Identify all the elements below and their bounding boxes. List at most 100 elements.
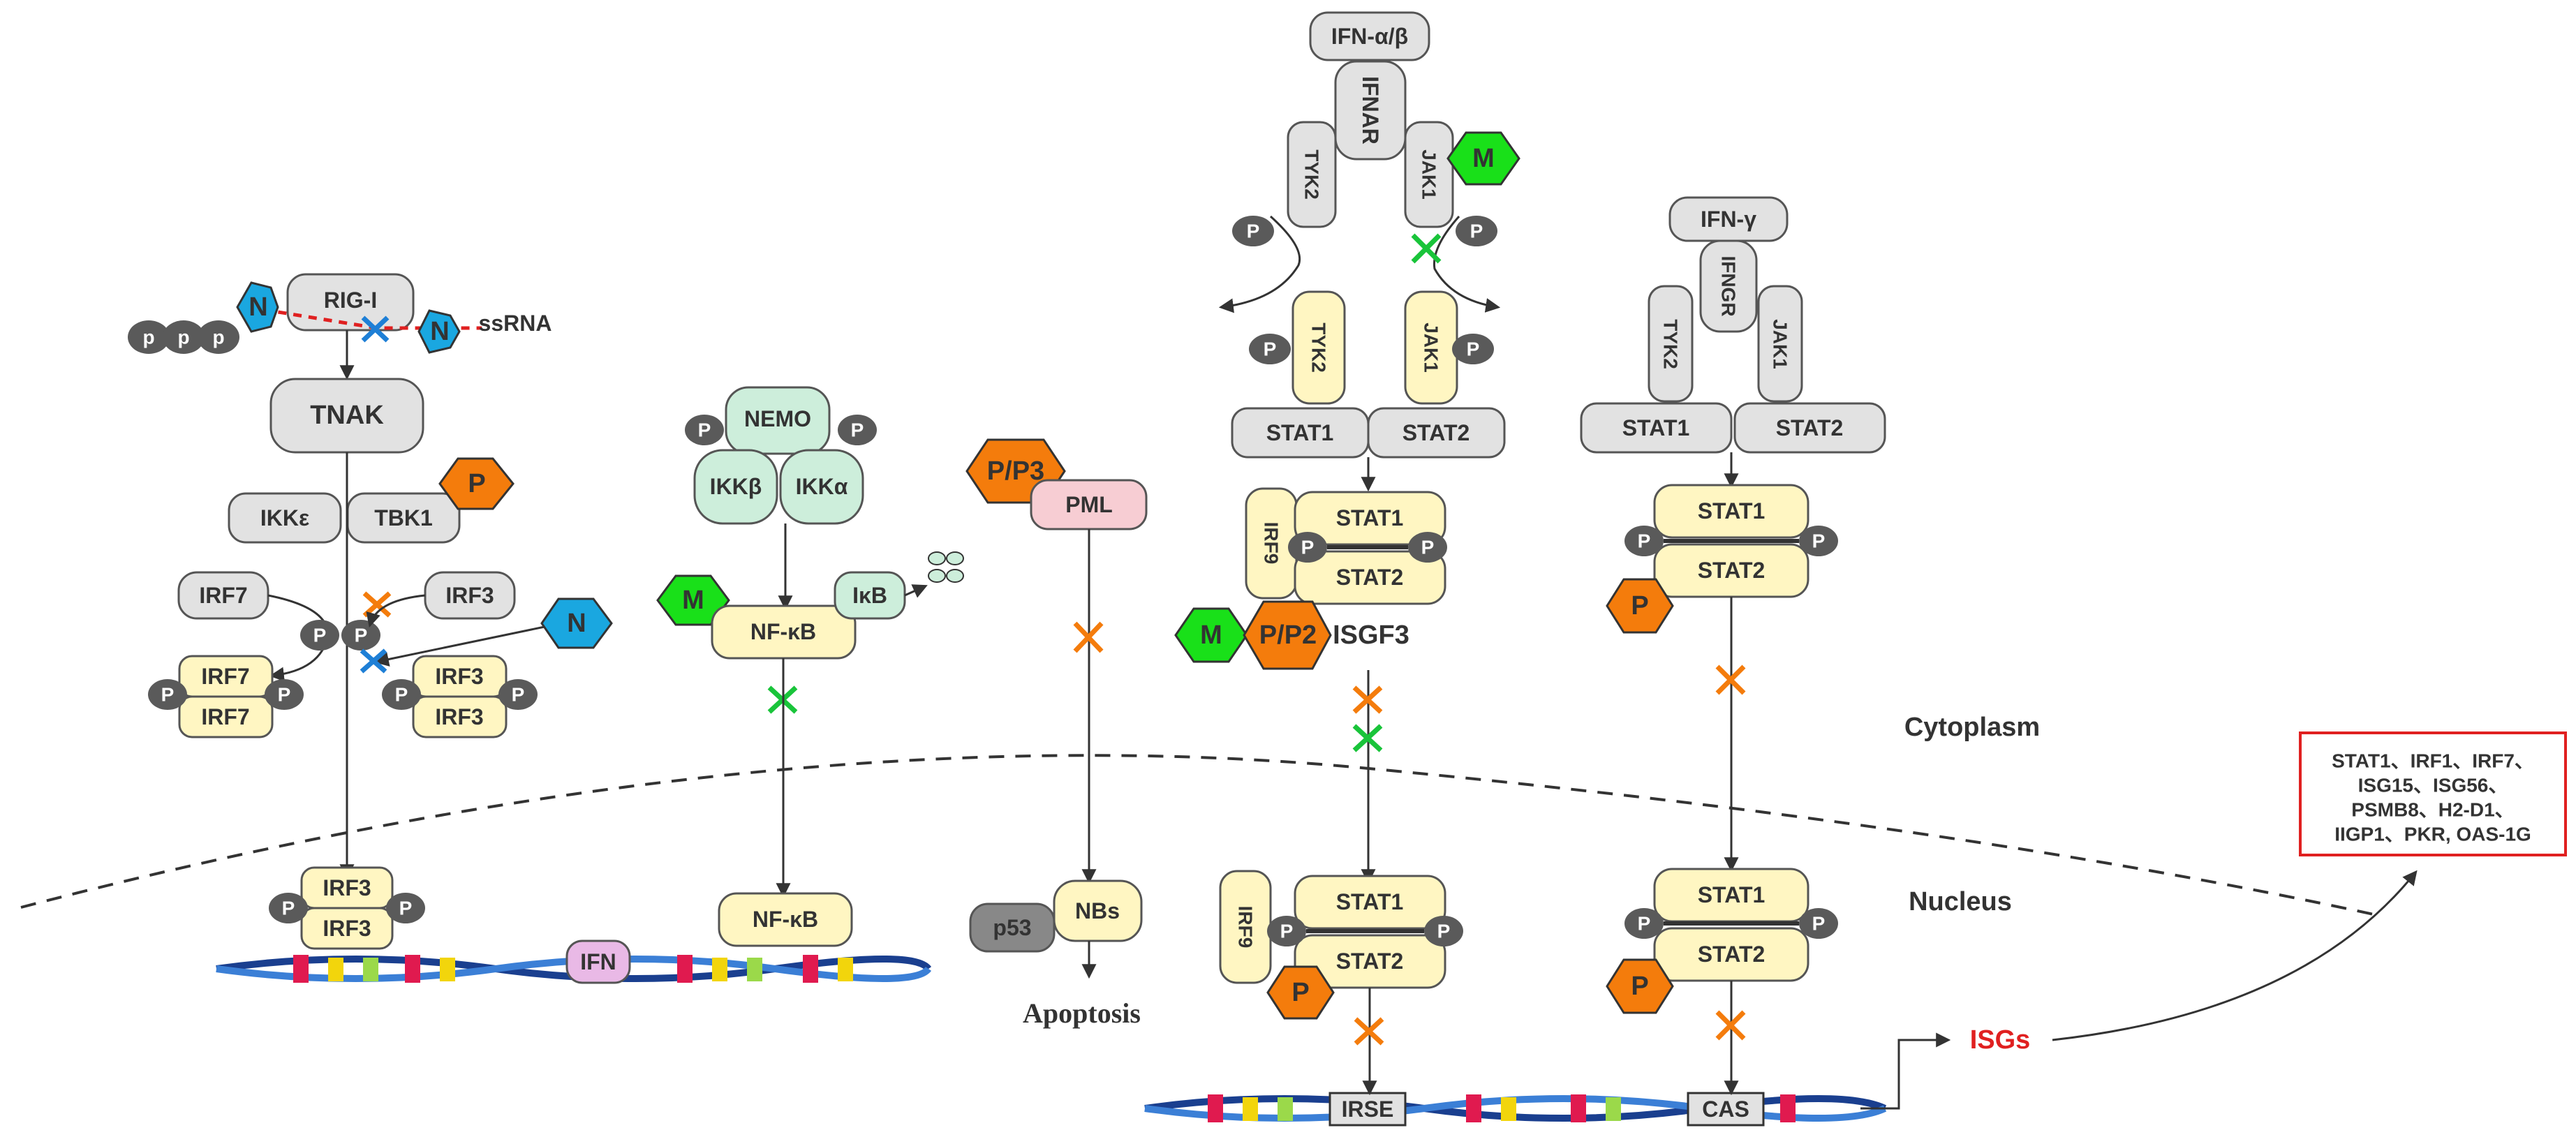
isgs-label: ISGs <box>1970 1025 2031 1055</box>
block-mark-jak1 <box>1411 233 1442 264</box>
svg-text:P: P <box>1812 913 1826 935</box>
svg-text:p: p <box>212 327 224 348</box>
svg-text:TBK1: TBK1 <box>374 505 433 530</box>
svg-text:P: P <box>313 625 327 646</box>
svg-text:STAT1、IRF1、IRF7、: STAT1、IRF1、IRF7、 <box>2332 750 2534 772</box>
svg-text:STAT2: STAT2 <box>1402 420 1470 445</box>
svg-text:ssRNA: ssRNA <box>479 311 552 336</box>
svg-text:STAT2: STAT2 <box>1336 565 1404 590</box>
block-mark-ifng <box>1715 664 1746 695</box>
svg-text:P/P2: P/P2 <box>1259 621 1317 650</box>
svg-text:TNAK: TNAK <box>310 401 384 430</box>
svg-text:P: P <box>1638 913 1651 935</box>
svg-text:ISG15、ISG56、: ISG15、ISG56、 <box>2358 775 2508 796</box>
svg-text:IFN-α/β: IFN-α/β <box>1331 24 1408 49</box>
pml-panel: P/P3 PML NBs p53 Apoptosis <box>965 438 1148 1029</box>
svg-text:p: p <box>142 327 154 348</box>
svg-text:IFNAR: IFNAR <box>1358 76 1383 144</box>
svg-text:NBs: NBs <box>1075 898 1120 923</box>
svg-text:STAT2: STAT2 <box>1776 415 1844 440</box>
svg-text:IFN: IFN <box>580 949 616 974</box>
block-mark-irse <box>1354 1017 1384 1046</box>
svg-text:P: P <box>1467 339 1480 360</box>
svg-text:P: P <box>851 419 864 441</box>
svg-text:Apoptosis: Apoptosis <box>1023 997 1141 1029</box>
svg-text:P: P <box>1812 530 1826 552</box>
block-mark-cas <box>1715 1010 1746 1041</box>
svg-text:STAT1: STAT1 <box>1698 498 1766 523</box>
svg-text:JAK1: JAK1 <box>1419 149 1440 200</box>
svg-text:P: P <box>1638 530 1651 552</box>
svg-text:RIG-I: RIG-I <box>324 288 377 313</box>
svg-text:IRF7: IRF7 <box>201 664 249 689</box>
svg-text:IKKβ: IKKβ <box>710 474 762 499</box>
cas-element: CAS <box>1687 1092 1765 1127</box>
svg-text:ISGF3: ISGF3 <box>1333 621 1409 650</box>
svg-text:P: P <box>1421 537 1435 558</box>
svg-text:P: P <box>1470 221 1483 242</box>
p-protein-ifng <box>1606 578 1674 634</box>
svg-text:JAK1: JAK1 <box>1770 319 1791 369</box>
svg-text:STAT2: STAT2 <box>1698 558 1766 583</box>
svg-text:IIGP1、PKR, OAS-1G: IIGP1、PKR, OAS-1G <box>2334 824 2531 845</box>
svg-text:P: P <box>1631 972 1648 1001</box>
n-protein-irf3 <box>540 597 613 649</box>
triphosphate: p p p <box>128 320 239 354</box>
svg-text:NF-κB: NF-κB <box>753 907 818 932</box>
svg-text:CAS: CAS <box>1702 1097 1749 1122</box>
svg-text:P: P <box>1264 339 1277 360</box>
svg-text:p53: p53 <box>993 915 1031 940</box>
svg-text:P: P <box>1437 921 1451 942</box>
n-protein-rig <box>236 281 279 333</box>
svg-text:N: N <box>249 292 267 322</box>
svg-text:STAT2: STAT2 <box>1698 942 1766 967</box>
isgs-curve-arrow <box>2052 870 2418 1041</box>
p-protein-tbk1 <box>438 457 515 510</box>
svg-text:PML: PML <box>1065 492 1113 517</box>
svg-text:PSMB8、H2-D1、: PSMB8、H2-D1、 <box>2351 799 2514 821</box>
svg-text:IκB: IκB <box>852 583 887 608</box>
svg-text:IFNGR: IFNGR <box>1718 255 1740 316</box>
svg-text:IRF3: IRF3 <box>323 875 371 900</box>
ifng-panel: IFN-γ IFNGR TYK2 JAK1 STAT1 STAT2 STAT1 … <box>1580 196 1886 1096</box>
ifnab-panel: IFN-α/β IFNAR TYK2 JAK1 M P P TYK2 JAK1 … <box>1174 11 1520 1096</box>
svg-text:P: P <box>1301 537 1315 558</box>
svg-text:STAT1: STAT1 <box>1698 882 1766 907</box>
p-protein-ifng-nucleus <box>1606 958 1674 1014</box>
svg-text:P: P <box>1247 221 1260 242</box>
svg-text:NEMO: NEMO <box>744 406 811 431</box>
svg-text:STAT1: STAT1 <box>1336 889 1404 914</box>
svg-text:IKKε: IKKε <box>260 505 309 530</box>
svg-text:TYK2: TYK2 <box>1308 322 1330 373</box>
svg-text:P: P <box>395 684 408 706</box>
nuclear-envelope <box>20 754 2374 916</box>
svg-text:IRF9: IRF9 <box>1235 906 1257 949</box>
svg-text:TYK2: TYK2 <box>1660 319 1682 369</box>
isgs-arrow <box>1860 1032 1951 1110</box>
svg-text:P: P <box>282 898 295 919</box>
svg-text:TYK2: TYK2 <box>1301 149 1323 200</box>
svg-text:M: M <box>1200 621 1222 650</box>
block-mark-pml <box>1073 621 1104 653</box>
svg-text:STAT1: STAT1 <box>1622 415 1690 440</box>
cytoplasm-label: Cytoplasm <box>1904 713 2040 742</box>
svg-text:P: P <box>355 625 368 646</box>
m-protein-nfkb <box>656 574 730 626</box>
block-mark-irf3-blue <box>360 648 387 674</box>
degradation-icon <box>928 551 964 583</box>
svg-text:IRF9: IRF9 <box>1261 522 1282 565</box>
m-protein-isgf3 <box>1174 607 1248 663</box>
svg-text:P: P <box>399 898 413 919</box>
svg-text:M: M <box>682 586 704 615</box>
irse-element: IRSE <box>1328 1092 1407 1127</box>
svg-text:STAT2: STAT2 <box>1336 949 1404 974</box>
block-mark-isgf3-orange <box>1352 685 1383 714</box>
svg-text:IFN-γ: IFN-γ <box>1701 207 1756 232</box>
svg-text:JAK1: JAK1 <box>1421 322 1442 373</box>
svg-text:P: P <box>698 419 711 441</box>
svg-text:P: P <box>1280 921 1294 942</box>
svg-text:IRF3: IRF3 <box>435 704 483 729</box>
svg-text:IRF7: IRF7 <box>199 583 247 608</box>
rig-i-panel: p p p RIG-I N N ssRNA TNAK IKKε TBK1 P I… <box>128 273 613 950</box>
